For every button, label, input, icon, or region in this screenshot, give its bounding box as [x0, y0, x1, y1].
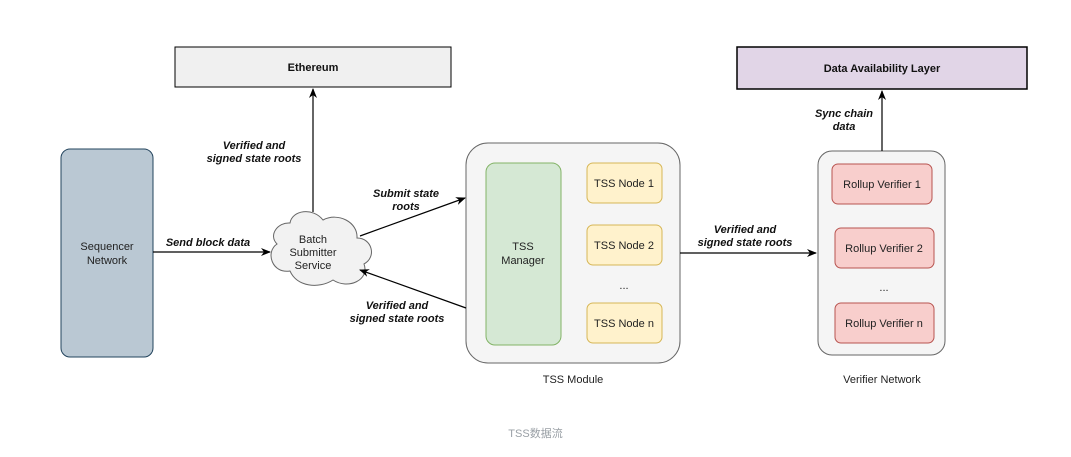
tss-manager-node: TSS Manager: [485, 162, 562, 346]
verified-to-ethereum-label-line-2: signed state roots: [207, 153, 302, 165]
rollup-verifier-2-label: Rollup Verifier 2: [845, 243, 923, 255]
tss-node-2-label: TSS Node 2: [594, 240, 654, 252]
tss-manager-label-line-2: Manager: [501, 255, 545, 267]
rollup-verifier-1: Rollup Verifier 1: [831, 163, 933, 205]
data-availability-layer-node: Data Availability Layer: [736, 46, 1028, 90]
data-availability-layer-label: Data Availability Layer: [824, 63, 941, 75]
ethereum-node: Ethereum: [174, 46, 452, 88]
sequencer-network-label-line-1: Sequencer: [80, 241, 134, 253]
sequencer-network-label-line-2: Network: [87, 255, 128, 267]
tss-manager-label-line-1: TSS: [512, 241, 533, 253]
figure-caption: TSS数据流: [508, 428, 563, 440]
sync-chain-data-label-line-1: Sync chain: [815, 108, 873, 120]
tss-node-2: TSS Node 2: [586, 224, 663, 266]
tss-node-n: TSS Node n: [586, 302, 663, 344]
batch-submitter-label-line-2: Submitter: [289, 247, 336, 259]
sync-chain-data-label-line-2: data: [833, 121, 856, 133]
rollup-verifier-1-label: Rollup Verifier 1: [843, 179, 921, 191]
tss-node-1: TSS Node 1: [586, 162, 663, 204]
send-block-data-label: Send block data: [166, 237, 250, 249]
verified-to-ethereum-label-line-1: Verified and: [223, 140, 286, 152]
submit-state-roots-label-line-2: roots: [392, 201, 420, 213]
sequencer-network-node: Sequencer Network: [60, 148, 154, 358]
verifiers-ellipsis: ...: [879, 282, 888, 294]
tss-node-1-label: TSS Node 1: [594, 178, 654, 190]
batch-submitter-service-node: Batch Submitter Service: [270, 211, 372, 286]
cloud-shape: [270, 211, 372, 286]
verified-back-label-line-2: signed state roots: [350, 313, 445, 325]
tss-module-label: TSS Module: [543, 374, 604, 386]
verifier-network-label: Verifier Network: [843, 374, 921, 386]
tss-node-n-label: TSS Node n: [594, 318, 654, 330]
ethereum-label: Ethereum: [288, 62, 339, 74]
edge-verified-back-to-batch: [359, 269, 467, 309]
tss-module-group: TSS Manager TSS Node 1 TSS Node 2 ... TS…: [465, 142, 681, 364]
edge-submit-state-roots: [359, 197, 466, 237]
rollup-verifier-2: Rollup Verifier 2: [834, 227, 935, 269]
submit-state-roots-label-line-1: Submit state: [373, 188, 439, 200]
batch-submitter-label-line-1: Batch: [299, 234, 327, 246]
batch-submitter-label-line-3: Service: [295, 260, 332, 272]
rollup-verifier-n: Rollup Verifier n: [834, 302, 935, 344]
rollup-verifier-n-label: Rollup Verifier n: [845, 318, 923, 330]
verified-back-label-line-1: Verified and: [366, 300, 429, 312]
verifier-network-group: Rollup Verifier 1 Rollup Verifier 2 ... …: [817, 150, 946, 356]
verified-to-verifiers-label-line-2: signed state roots: [698, 237, 793, 249]
verified-to-verifiers-label-line-1: Verified and: [714, 224, 777, 236]
tss-nodes-ellipsis: ...: [619, 280, 628, 292]
